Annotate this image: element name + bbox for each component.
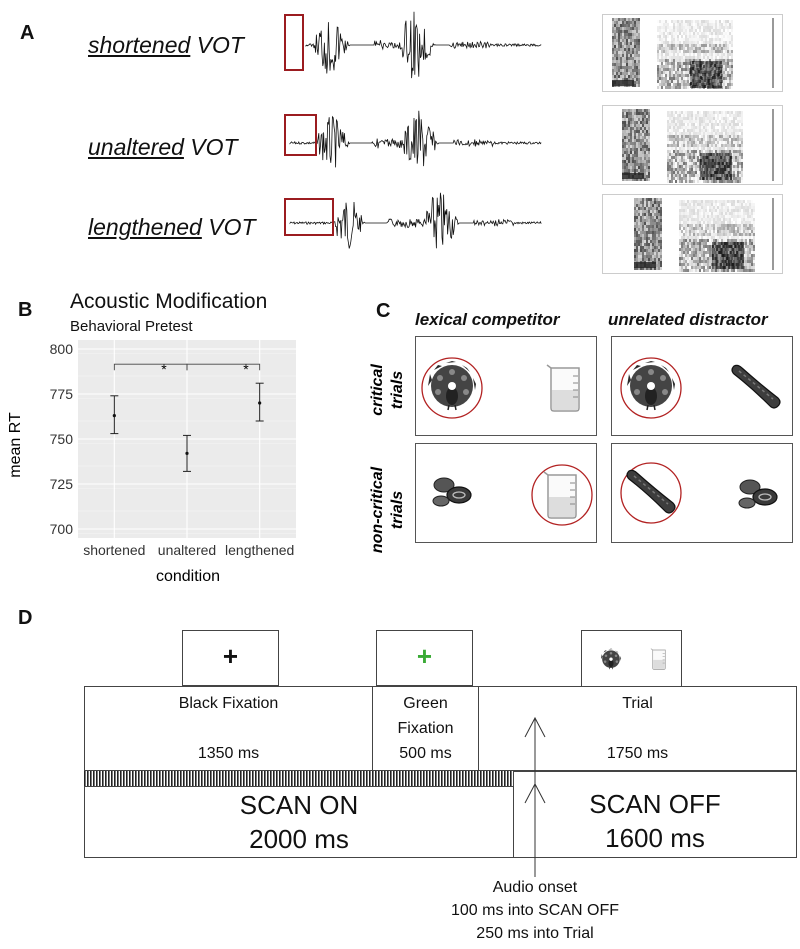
- segment-green-fixation-name2: Fixation: [397, 720, 454, 737]
- row-label-noncritical: non-critical trials: [369, 466, 406, 553]
- card-noncritical-unrelated: [611, 443, 793, 543]
- y-tick-label: 750: [50, 431, 74, 447]
- rt-chart: 700 725 750 775 800 shortened unaltered lengthe…: [7, 340, 296, 585]
- x-tick-label: lengthened: [225, 542, 294, 558]
- scan-off-box: SCAN OFF 1600 ms: [513, 771, 797, 858]
- segment-green-fixation-duration: 500 ms: [399, 745, 452, 762]
- target-circle: [421, 357, 483, 419]
- x-tick-label: shortened: [83, 542, 145, 558]
- beaker-icon: [650, 648, 666, 670]
- sig-mark-2: *: [243, 361, 249, 377]
- card-critical-lexical: [415, 336, 597, 436]
- vot-label-shortened-underlined: shortened: [88, 32, 191, 58]
- vot-highlight-lengthened: [284, 198, 334, 236]
- segment-green-fixation: Green Fixation 500 ms: [372, 686, 479, 771]
- data-point: [112, 414, 116, 418]
- data-point: [258, 401, 262, 405]
- y-tick-label: 800: [50, 341, 74, 357]
- vot-label-shortened-rest: VOT: [190, 32, 244, 58]
- row-label-critical-line2: trials: [389, 371, 406, 409]
- segment-black-fixation: Black Fixation 1350 ms: [84, 686, 373, 771]
- chart-grid: [78, 340, 296, 538]
- significance-bracket: [186, 363, 261, 371]
- panel-c-letter: C: [376, 300, 391, 322]
- screen-green-fixation: +: [376, 630, 473, 686]
- vot-label-lengthened-rest: VOT: [201, 214, 256, 240]
- audio-onset-line2: 100 ms into SCAN OFF: [450, 902, 620, 919]
- panel-d-letter: D: [18, 607, 33, 629]
- chart-subtitle: Behavioral Pretest: [70, 318, 193, 335]
- card-noncritical-lexical: [415, 443, 597, 543]
- row-label-critical-line1: critical: [369, 364, 386, 416]
- beaker-icon: [546, 364, 580, 412]
- col-header-unrelated: unrelated distractor: [608, 310, 768, 329]
- x-tick-label: unaltered: [158, 542, 216, 558]
- row-label-noncritical-line1: non-critical: [369, 466, 386, 553]
- target-circle: [620, 462, 682, 524]
- screen-trial: [581, 630, 682, 687]
- scan-on-duration: 2000 ms: [249, 824, 349, 854]
- fixation-cross-green: +: [416, 641, 433, 671]
- panel-b-letter: B: [18, 299, 33, 321]
- audio-onset-line1: Audio onset: [492, 879, 578, 896]
- screen-black-fixation: +: [182, 630, 279, 686]
- vot-label-unaltered: unaltered VOT: [88, 134, 238, 161]
- audio-onset-line3: 250 ms into Trial: [476, 925, 594, 942]
- vot-label-unaltered-underlined: unaltered: [88, 134, 184, 160]
- data-point: [185, 451, 189, 455]
- col-header-lexical: lexical competitor: [415, 310, 560, 329]
- vot-label-unaltered-rest: VOT: [183, 134, 238, 160]
- spectrogram-shortened: [602, 14, 783, 92]
- segment-green-fixation-name1: Green: [403, 695, 448, 712]
- panel-a-letter: A: [20, 22, 35, 44]
- segment-trial: Trial 1750 ms: [478, 686, 797, 771]
- target-circle: [620, 357, 682, 419]
- fixation-cross-black: +: [222, 641, 239, 671]
- vot-highlight-shortened: [284, 14, 304, 71]
- vot-label-lengthened: lengthened VOT: [88, 214, 256, 241]
- vot-label-shortened: shortened VOT: [88, 32, 244, 59]
- scan-on-label: SCAN ON: [239, 790, 359, 820]
- audio-onset-caption: Audio onset 100 ms into SCAN OFF 250 ms …: [400, 876, 670, 945]
- card-critical-unrelated: [611, 336, 793, 436]
- spectrogram-unaltered: [602, 105, 783, 185]
- sig-mark-1: *: [161, 361, 167, 377]
- chart-title: Acoustic Modification: [70, 290, 268, 313]
- chart-ticks: 700 725 750 775 800 shortened unaltered lengthe…: [50, 341, 295, 558]
- waveform-shortened: [284, 11, 542, 79]
- spectrogram-lengthened: [602, 194, 783, 274]
- scan-off-duration: 1600 ms: [605, 823, 705, 853]
- waveform-lengthened: [284, 192, 542, 249]
- row-label-noncritical-line2: trials: [389, 491, 406, 529]
- scan-off-label: SCAN OFF: [589, 789, 721, 819]
- beaker-icon: [543, 471, 577, 519]
- segment-black-fixation-name: Black Fixation: [178, 695, 279, 712]
- waveform-unaltered: [284, 110, 542, 168]
- audio-onset-arrow: [524, 716, 546, 877]
- y-tick-label: 775: [50, 386, 74, 402]
- y-axis-label: mean RT: [7, 412, 24, 478]
- vot-label-lengthened-underlined: lengthened: [88, 214, 202, 240]
- target-circle: [531, 464, 593, 526]
- y-tick-label: 700: [50, 521, 74, 537]
- vot-highlight-unaltered: [284, 114, 317, 156]
- scan-on-box: SCAN ON 2000 ms: [84, 786, 514, 858]
- row-label-critical: critical trials: [369, 364, 406, 416]
- x-axis-label: condition: [156, 568, 220, 585]
- chart-marks: [110, 363, 264, 472]
- segment-trial-name: Trial: [622, 695, 653, 712]
- y-tick-label: 725: [50, 476, 74, 492]
- scan-hatch: [84, 771, 514, 786]
- segment-black-fixation-duration: 1350 ms: [197, 745, 260, 762]
- segment-trial-duration: 1750 ms: [606, 745, 669, 762]
